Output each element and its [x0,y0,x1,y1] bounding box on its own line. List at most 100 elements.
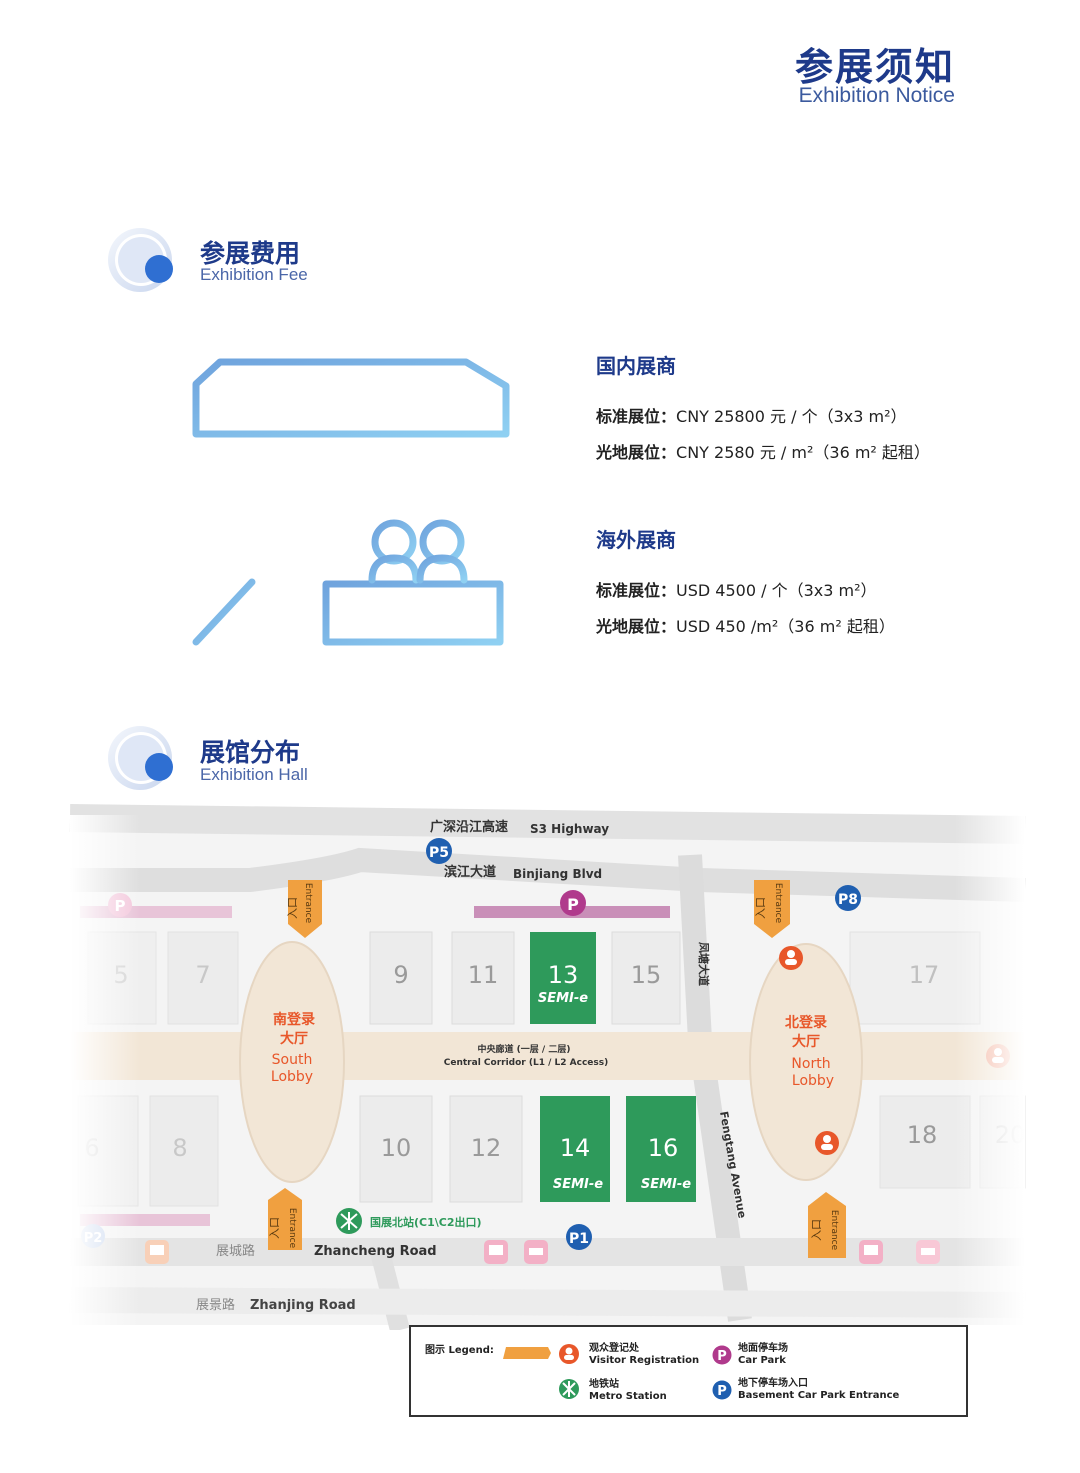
bus-icon [145,1240,169,1264]
car-park-icon [560,890,586,916]
semi-e-label: SEMI-e [538,991,588,1006]
hall-10 [359,1095,433,1203]
carpark-legend-zh: 地面停车场 [738,1343,788,1354]
entrance-marker: Entrance 入口 [754,880,790,938]
hall-14 [540,1096,610,1202]
overseas-raw-label: 光地展位： [596,617,677,636]
south-lobby-label: 大厅 [280,1030,308,1047]
fee-section-title: 参展费用 [200,239,301,268]
overseas-heading: 海外展商 [596,528,676,552]
zhanjing-road [69,1287,1026,1318]
hall-section-subtitle: Exhibition Hall [200,765,308,784]
map-edge-fade [955,815,1025,1330]
domestic-heading: 国内展商 [596,354,676,378]
taxi-icon [524,1240,548,1264]
hall-15 [611,931,681,1025]
hall-number: 8 [172,1134,187,1162]
basement-parking-legend-icon: P [712,1380,732,1400]
section-circle-icon [108,726,173,790]
page-subtitle: Exhibition Notice [798,84,955,107]
basement-parking-label: P1 [569,1231,589,1247]
semi-e-label: SEMI-e [641,1177,691,1192]
entrance-label: 入口 [268,1217,281,1239]
south-lobby [239,941,345,1183]
north-lobby-label: Lobby [792,1073,834,1089]
semi-e-label: SEMI-e [553,1177,603,1192]
binjiang-label: 滨江大道 [444,864,496,880]
basement-legend-en: Basement Car Park Entrance [738,1390,900,1401]
overseas-raw-row: 光地展位：USD 450 /m²（36 m² 起租） [596,613,895,637]
visitor-registration-legend-icon [559,1344,579,1364]
entrance-label: 入口 [754,897,767,919]
domestic-raw-row: 光地展位：CNY 2580 元 / m²（36 m² 起租） [596,439,930,463]
fee-section-subtitle: Exhibition Fee [200,265,308,284]
zhanjing-label: Zhanjing Road [250,1298,356,1313]
visitor-legend-zh: 观众登记处 [589,1343,639,1354]
hall-12 [449,1095,523,1203]
basement-legend-zh: 地下停车场入口 [738,1378,808,1389]
page-title: 参展须知 [794,45,955,89]
hall-number: 17 [909,961,940,989]
basement-parking-label: P5 [429,845,449,861]
car-park-legend-icon: P [712,1345,732,1365]
entrance-marker: Entrance 入口 [268,1188,302,1250]
svg-text:P: P [717,1384,727,1399]
corridor-label: 中央廊道 (一层 / 二层) [478,1043,571,1055]
south-lobby-label: South [272,1052,313,1068]
entrance-label: Entrance [829,1210,839,1251]
binjiang-label: Binjiang Blvd [513,867,602,881]
map-legend [409,1325,968,1417]
overseas-standard-row: 标准展位：USD 4500 / 个（3x3 m²） [596,577,877,601]
entrance-label: 入口 [286,897,299,919]
basement-parking-icon [426,838,452,864]
entrance-label: Entrance [303,883,313,924]
halls-bottom [77,1095,1026,1207]
south-lobby-label: Lobby [271,1069,313,1085]
north-lobby [749,943,863,1181]
map-edge-fade [70,815,140,1330]
hall-number: 14 [560,1134,591,1162]
overseas-raw-value: USD 450 /m²（36 m² 起租） [676,617,895,636]
metro-legend-icon [559,1379,579,1399]
south-lobby-label: 南登录 [273,1011,315,1028]
hall-number: 13 [548,961,579,989]
hall-number: 7 [195,961,210,989]
north-lobby-label: 大厅 [792,1033,820,1050]
domestic-standard-label: 标准展位： [596,407,677,426]
exhibition-hall-map: 5 7 9 11 13 15 17 6 8 10 12 14 16 18 20 … [69,804,1026,1330]
halls-top [87,931,981,1025]
entrance-label: Entrance [773,883,783,924]
hall-16 [626,1096,696,1202]
domestic-raw-value: CNY 2580 元 / m²（36 m² 起租） [676,443,930,462]
visitor-registration-icon [815,1131,839,1155]
metro-legend-zh: 地铁站 [589,1379,619,1390]
hall-number: 9 [393,961,408,989]
overseas-standard-value: USD 4500 / 个（3x3 m²） [676,581,877,600]
central-corridor [70,1032,1025,1080]
hall-7 [167,931,239,1025]
hall-number: 15 [631,961,662,989]
zhanjing-label: 展景路 [196,1297,235,1313]
binjiang-road [70,847,1026,902]
zhancheng-label: Zhancheng Road [314,1244,437,1259]
carpark-legend-en: Car Park [738,1355,786,1366]
bus-icon [859,1240,883,1264]
hall-13 [530,932,596,1024]
entrance-label: Entrance [287,1208,297,1249]
basement-parking-icon [566,1224,592,1250]
visitor-registration-icon [779,946,803,970]
hall-section-title: 展馆分布 [200,738,301,767]
entrance-label: 入口 [810,1219,823,1241]
hall-number: 10 [381,1134,412,1162]
zhancheng-label: 展城路 [216,1243,255,1259]
metro-legend-en: Metro Station [589,1391,667,1402]
north-lobby-label: North [791,1056,830,1072]
metro-station-icon [336,1208,362,1234]
hall-9 [369,931,433,1025]
corridor-label: Central Corridor (L1 / L2 Access) [444,1058,608,1068]
car-park-label: P [567,895,579,914]
hall-number: 18 [907,1121,938,1149]
bus-icon [484,1240,508,1264]
entrance-marker: Entrance 入口 [286,880,322,938]
hall-number: 12 [471,1134,502,1162]
